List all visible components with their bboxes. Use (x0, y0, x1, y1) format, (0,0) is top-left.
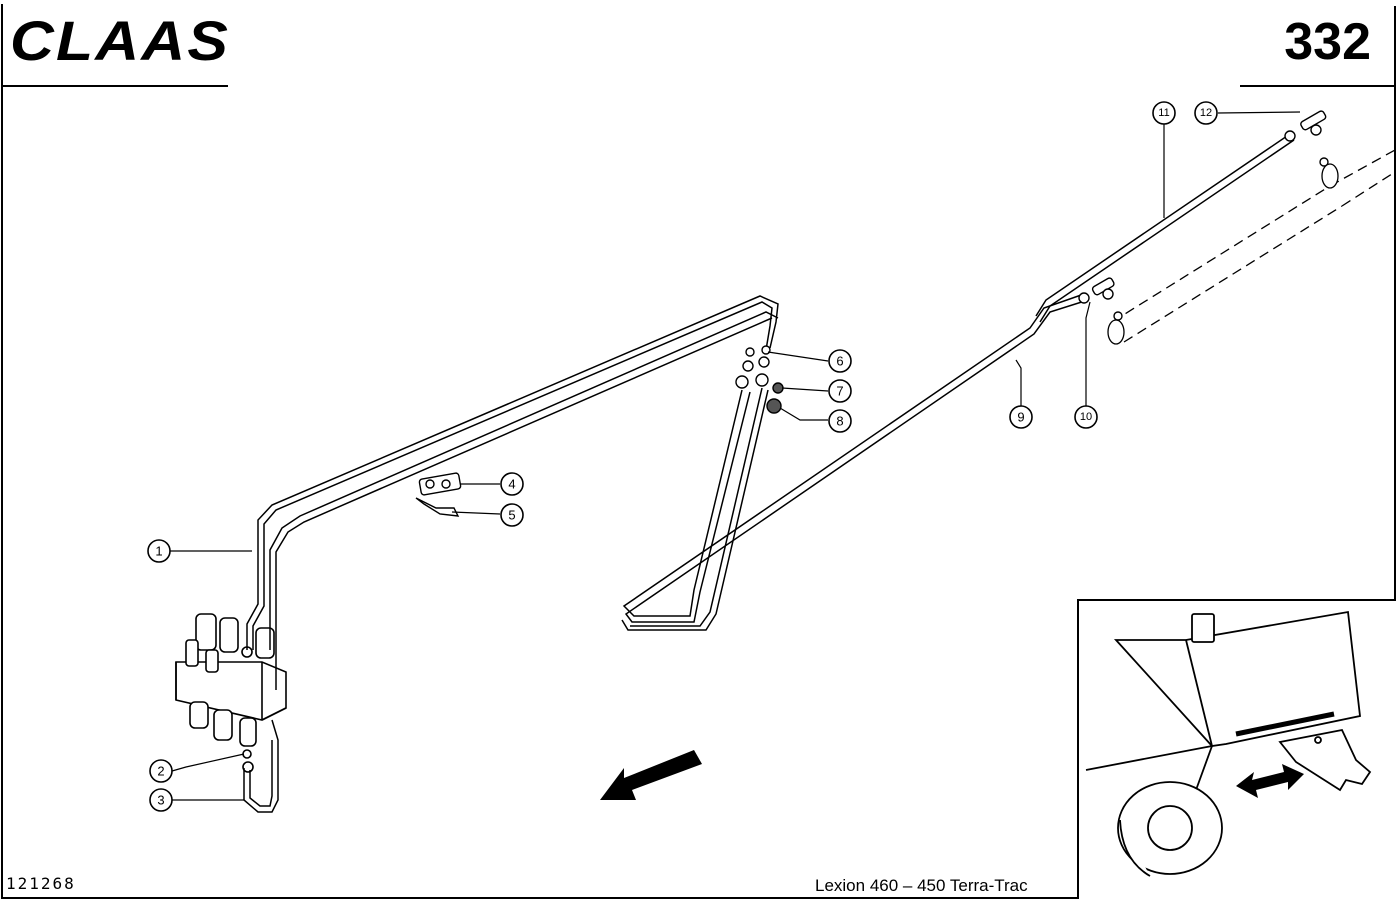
control-valve-block (175, 613, 287, 773)
callout-3: 3 (157, 793, 164, 808)
model-name: Lexion 460 – 450 Terra-Trac (815, 876, 1028, 895)
callout-5: 5 (508, 508, 515, 523)
drawing-number: 121268 (6, 874, 76, 893)
double-arrow-icon (1236, 764, 1304, 798)
callout-11: 11 (1158, 107, 1169, 119)
pipe-9 (621, 293, 1089, 631)
clamp-4 (418, 472, 462, 496)
fitting-10 (1078, 277, 1123, 321)
callout-circles (147, 101, 1218, 812)
callout-4: 4 (508, 477, 515, 492)
callout-12: 12 (1200, 107, 1212, 119)
claas-logo: CLAAS (10, 14, 230, 70)
callout-10: 10 (1080, 411, 1092, 423)
pipe-11 (1035, 133, 1295, 323)
brand-text: CLAAS (10, 14, 230, 70)
pipe-1 (246, 295, 779, 690)
inset-machine-view (1085, 610, 1372, 877)
callout-7: 7 (836, 384, 843, 399)
dashed-cylinder (1107, 149, 1396, 345)
callout-labels: 1 2 3 4 5 6 7 8 9 10 11 12 (155, 107, 1212, 808)
callout-2: 2 (157, 764, 164, 779)
callout-9: 9 (1017, 410, 1024, 425)
callout-1: 1 (155, 544, 162, 559)
callout-6: 6 (836, 354, 843, 369)
page-number: 332 (1284, 13, 1371, 71)
direction-arrow (600, 750, 702, 800)
clamp-5 (415, 497, 460, 517)
fitting-12 (1284, 110, 1329, 167)
fittings-6-7-8 (735, 345, 784, 414)
leader-lines (170, 111, 1301, 801)
frame-lines (1, 4, 1396, 899)
callout-8: 8 (836, 414, 843, 429)
